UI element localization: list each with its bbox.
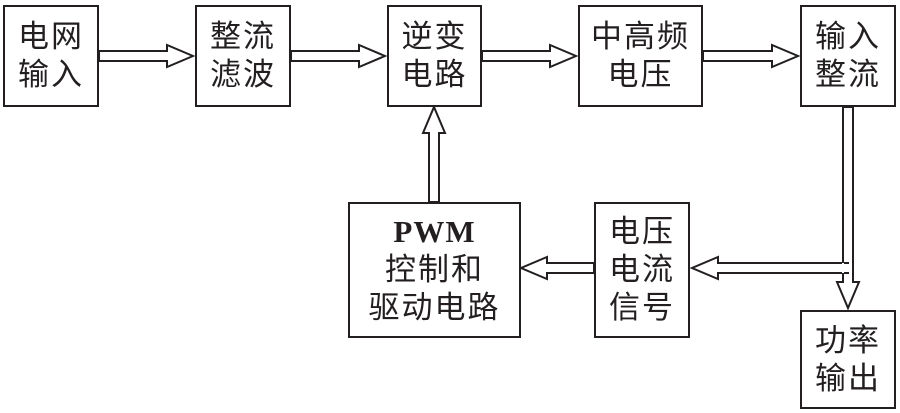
node-label-line: 整流	[210, 19, 276, 55]
node-pwm-control-drive: PWM 控制和 驱动电路	[348, 202, 521, 338]
node-label-line: 整流	[815, 57, 881, 93]
node-grid-input: 电网 输入	[3, 5, 99, 107]
node-label-line: PWM	[393, 214, 476, 249]
arrow-grid-to-rectify	[98, 43, 196, 69]
node-power-output: 功率 输出	[800, 310, 896, 409]
node-label-line: 输入	[18, 57, 84, 93]
node-label-line: 功率	[815, 322, 881, 359]
node-rectify-filter: 整流 滤波	[195, 5, 291, 107]
node-label-line: 控制和	[385, 252, 484, 288]
node-mid-high-freq-voltage: 中高频 电压	[578, 5, 703, 107]
node-label-line: 电压	[607, 57, 674, 93]
node-label-line: 中高频	[591, 19, 690, 55]
node-label-line: 电网	[18, 19, 84, 55]
arrow-midhigh-to-input-rectify	[702, 43, 801, 69]
node-label-line: 输出	[815, 360, 881, 397]
node-label-line: 逆变	[401, 19, 468, 55]
node-label-line: 电路	[401, 57, 468, 93]
node-label-line: 滤波	[210, 57, 276, 93]
arrow-inverter-to-midhigh	[481, 43, 579, 69]
arrow-junction	[844, 264, 852, 272]
node-inverter: 逆变 电路	[387, 5, 482, 107]
arrow-branch-to-vi-signal	[689, 255, 849, 281]
node-label-line: 电流	[609, 252, 675, 288]
node-label-line: 输入	[815, 19, 881, 55]
arrow-pwm-to-inverter	[421, 104, 447, 203]
node-voltage-current-signal: 电压 电流 信号	[594, 202, 690, 338]
arrow-vi-signal-to-pwm	[518, 255, 595, 281]
arrow-input-rectify-to-power-output	[835, 106, 861, 311]
node-input-rectify: 输入 整流	[800, 5, 896, 107]
arrow-rectify-to-inverter	[290, 43, 388, 69]
node-label-line: 信号	[609, 290, 675, 326]
node-label-line: 电压	[609, 214, 675, 250]
node-label-line: 驱动电路	[368, 290, 501, 326]
